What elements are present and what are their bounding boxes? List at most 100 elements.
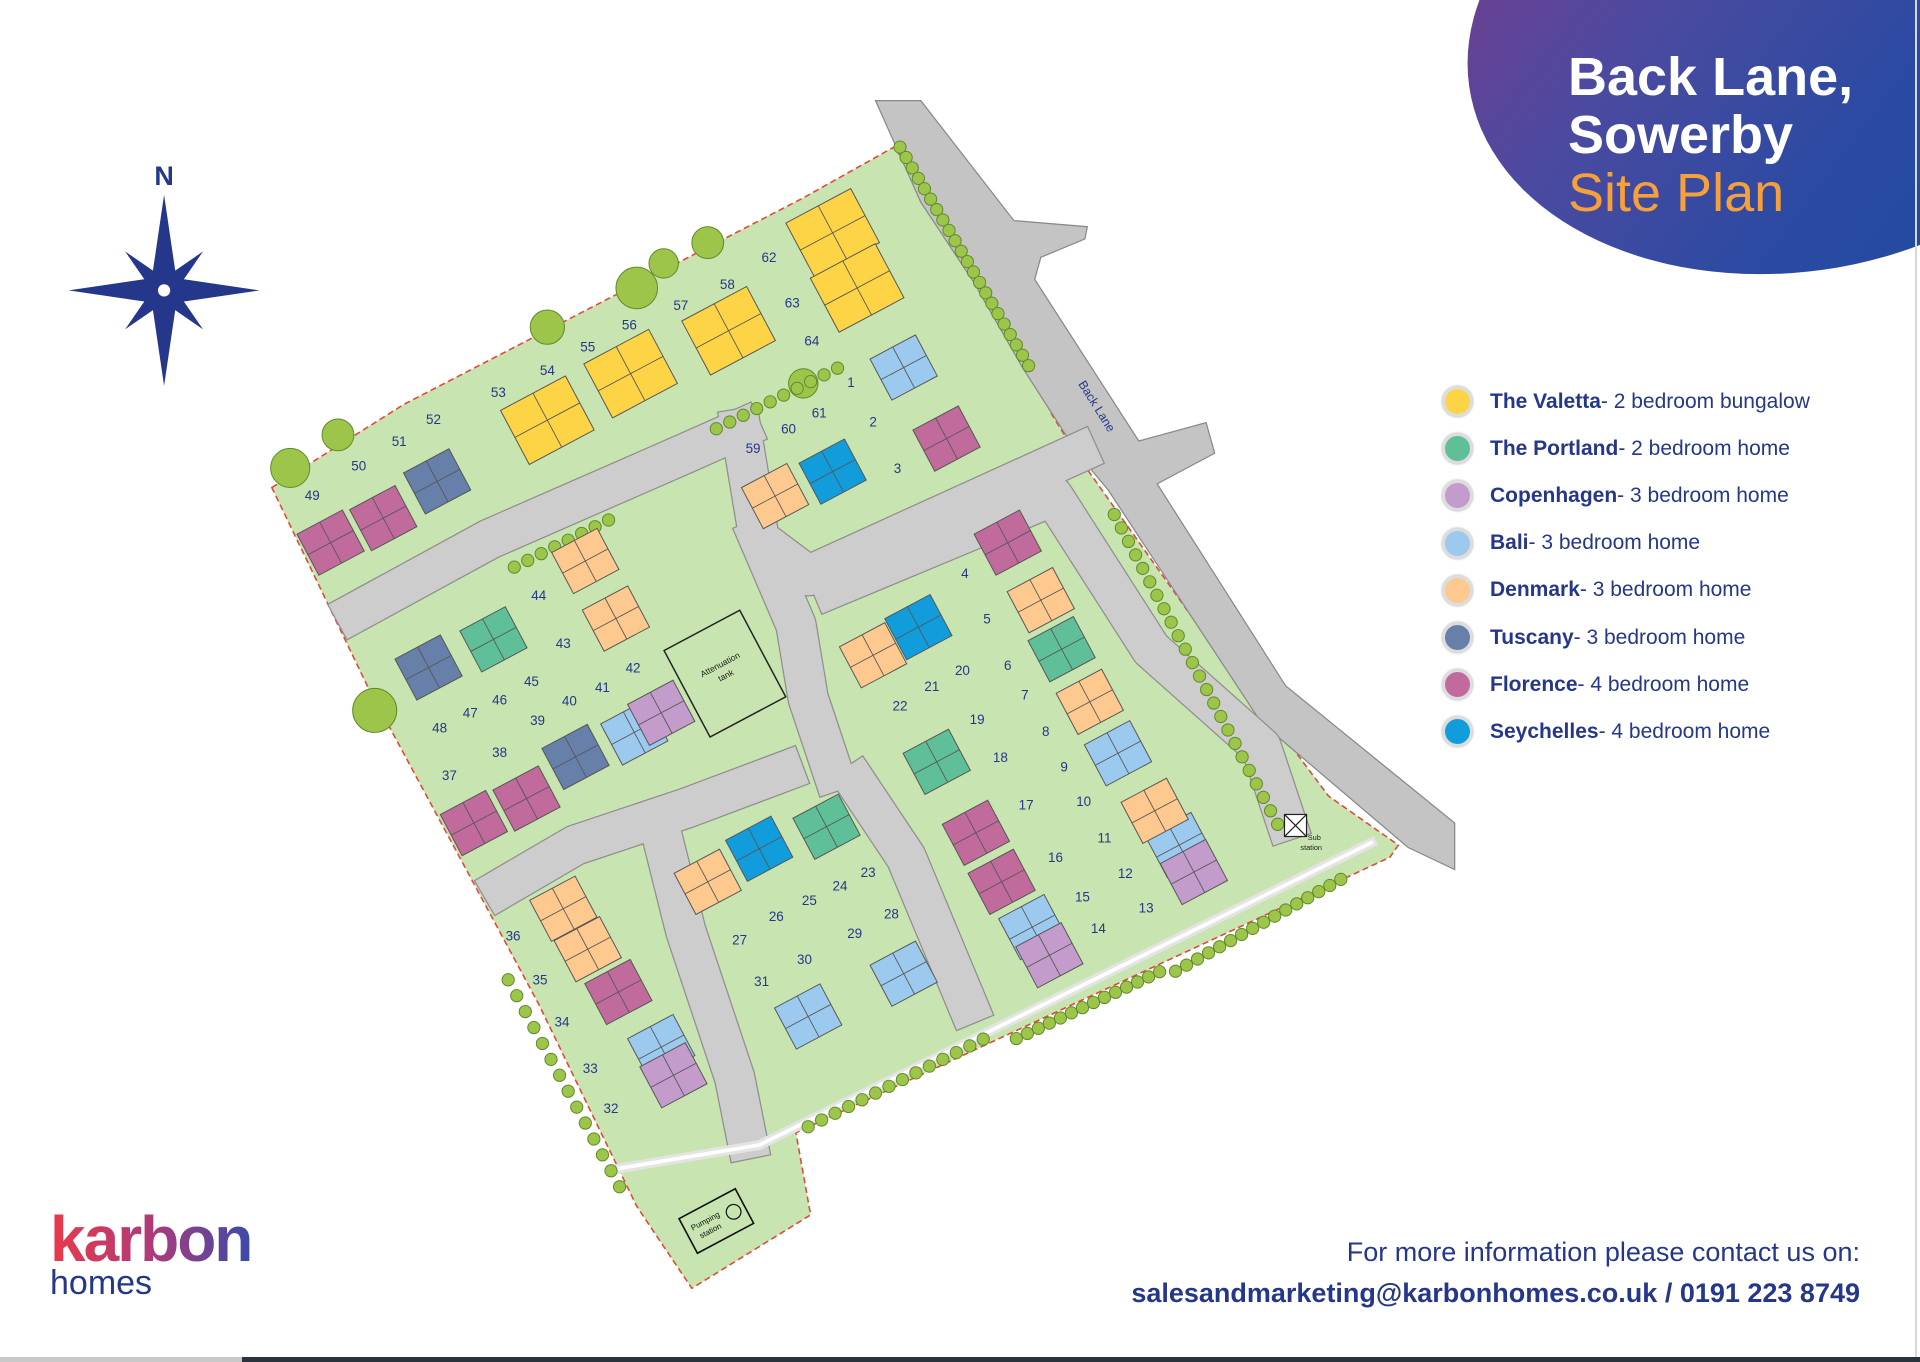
plot-number: 59 (746, 441, 761, 456)
tree-icon (1097, 990, 1112, 1005)
tree-icon (1108, 985, 1123, 999)
plot-number: 34 (555, 1014, 570, 1029)
tree-icon (763, 395, 777, 409)
tree-icon (1157, 602, 1171, 616)
tree-icon (1064, 1006, 1079, 1020)
house-tuscany (402, 448, 472, 515)
tree-icon (1268, 909, 1282, 923)
house-denmark (1120, 777, 1189, 845)
plot-number: 11 (1098, 831, 1112, 846)
bottom-bar (0, 1357, 242, 1362)
trees (270, 140, 1348, 1194)
legend-item: Copenhagen - 3 bedroom home (1442, 472, 1810, 519)
tree-icon (709, 422, 723, 436)
tree-icon (1257, 915, 1271, 929)
tree-icon (1200, 682, 1214, 697)
house-the-valetta (583, 328, 679, 419)
tree-icon (1334, 872, 1348, 886)
tree-icon (1141, 970, 1156, 984)
tree-icon (1246, 921, 1260, 935)
tree-icon (1021, 359, 1036, 373)
plot-number: 55 (580, 340, 595, 355)
tree-icon (922, 1059, 936, 1073)
plot-number: 5 (983, 611, 990, 626)
tree-icon (1119, 980, 1134, 994)
tree-icon (942, 223, 956, 237)
tree-icon (960, 254, 974, 269)
plot-number: 23 (861, 865, 876, 880)
legend-swatch (1442, 622, 1473, 654)
house-seychelles (884, 593, 953, 661)
tree-icon (948, 234, 962, 248)
tree-icon (501, 973, 515, 987)
plot-number: 8 (1042, 724, 1049, 739)
house-the-valetta (499, 375, 595, 466)
plot-number: 24 (833, 878, 848, 893)
plot-number: 1 (847, 375, 854, 390)
tree-icon (1192, 669, 1207, 683)
plot-number: 39 (530, 713, 545, 728)
window-edge (1915, 0, 1917, 1357)
tree-icon (1235, 750, 1249, 764)
plot-number: 26 (769, 909, 784, 924)
tree-icon (1009, 1031, 1023, 1046)
plot-number: 64 (804, 333, 819, 348)
house-florence (348, 484, 418, 552)
house-florence (967, 848, 1036, 916)
plot-number: 32 (604, 1101, 619, 1116)
plot-number: 3 (894, 461, 901, 476)
tree-icon (777, 388, 791, 402)
tree-icon (855, 1093, 869, 1107)
plot-number: 27 (732, 932, 747, 947)
tree-icon (1279, 903, 1293, 917)
house-denmark (740, 462, 810, 530)
plot-number: 41 (595, 680, 610, 695)
plot-number: 61 (812, 406, 827, 421)
tree-icon (601, 513, 616, 527)
tree-icon (997, 317, 1011, 331)
tree-icon (604, 1164, 618, 1178)
tree-icon (1212, 940, 1227, 954)
legend-swatch (1442, 386, 1473, 418)
tree-icon (1171, 629, 1185, 643)
plot-number: 14 (1091, 921, 1106, 936)
tree-icon (828, 1106, 842, 1120)
house-tuscany (541, 723, 610, 791)
svg-text:station: station (1300, 843, 1322, 852)
plot-number: 51 (392, 434, 407, 449)
tree-icon (1214, 709, 1228, 724)
plot-number: 4 (961, 566, 969, 581)
tree-icon (979, 286, 993, 300)
page-title: Back Lane, Sowerby Site Plan (1568, 47, 1854, 223)
tree-icon (1221, 723, 1235, 737)
compass-icon: N (68, 161, 260, 386)
contact-email-phone[interactable]: salesandmarketing@karbonhomes.co.uk / 01… (1131, 1278, 1860, 1308)
house-bali (869, 334, 938, 401)
tree-icon (801, 1120, 815, 1134)
tree-icon (911, 171, 925, 185)
tree-icon (830, 361, 845, 375)
tree-icon (954, 244, 968, 258)
tree-icon (790, 381, 804, 395)
tree-icon (1107, 507, 1121, 522)
tree-icon (972, 275, 987, 290)
tree-icon (544, 1052, 558, 1066)
house-copenhagen (1015, 922, 1084, 989)
house-the-portland (792, 793, 861, 860)
plot-number: 9 (1060, 760, 1067, 775)
houses (296, 187, 1229, 1109)
house-denmark (551, 527, 620, 595)
tree-icon (534, 547, 548, 561)
plot-number: 19 (970, 712, 985, 727)
tree-icon (612, 1180, 627, 1194)
house-florence (492, 765, 561, 832)
legend-item: Denmark - 3 bedroom home (1442, 567, 1810, 614)
house-copenhagen (1159, 838, 1229, 906)
plot-numbers: 1234567891011121314151617181920212223242… (305, 250, 1154, 1116)
page-subtitle: Site Plan (1568, 163, 1785, 223)
plot-number: 6 (1004, 658, 1011, 673)
tree-icon (1179, 958, 1194, 972)
tree-icon (1143, 575, 1157, 589)
plot-number: 43 (556, 636, 571, 651)
plot-number: 63 (785, 296, 800, 311)
